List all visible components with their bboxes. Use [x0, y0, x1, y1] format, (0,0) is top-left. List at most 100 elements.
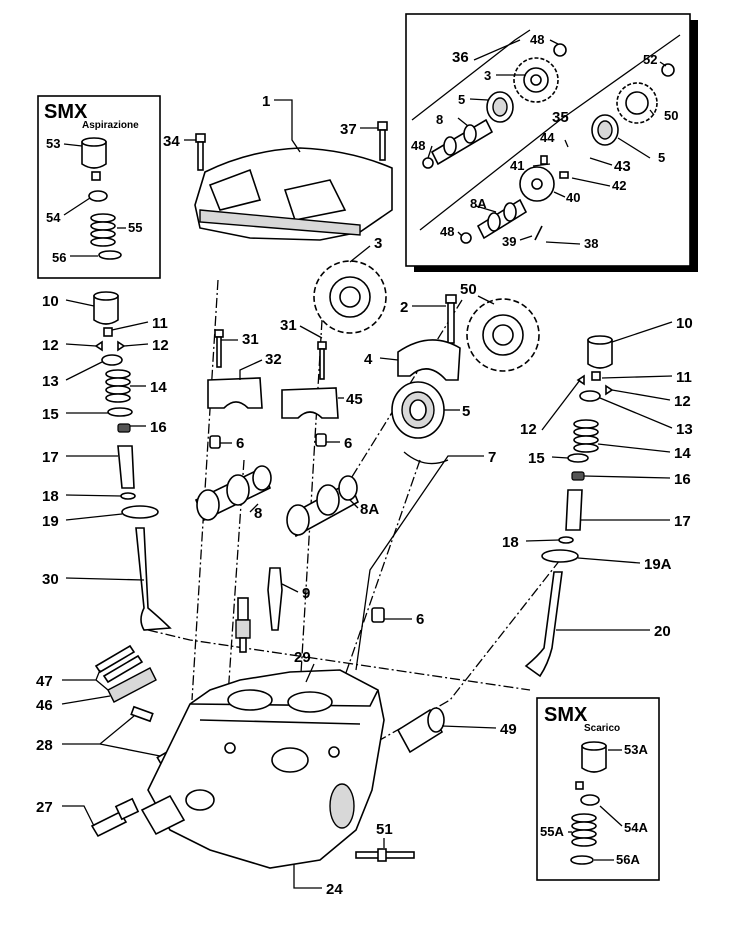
label-12: 12	[520, 421, 537, 438]
label-49: 49	[500, 721, 517, 738]
inset-camshaft-8	[430, 118, 494, 166]
label-8: 8	[254, 505, 262, 522]
cotter-11-right	[591, 371, 601, 381]
label-11: 11	[676, 369, 692, 386]
guide-17-left	[117, 445, 135, 489]
label-11: 11	[152, 315, 168, 332]
left-valve-train	[93, 291, 172, 631]
bolt-31-left	[214, 329, 224, 368]
label-19a: 19A	[644, 556, 672, 573]
dowel-6-left	[209, 435, 221, 449]
label-28: 28	[36, 737, 53, 754]
label-37: 37	[340, 121, 357, 138]
label-13: 13	[676, 421, 693, 438]
label-5: 5	[462, 403, 470, 420]
label-3: 3	[484, 68, 491, 83]
seat-15-left	[107, 407, 133, 417]
cylinder-head-24	[140, 669, 385, 869]
label-15: 15	[528, 450, 545, 467]
assembly-line	[379, 559, 561, 741]
retainer-13-left	[101, 354, 123, 366]
label-17: 17	[42, 449, 59, 466]
label-5: 5	[458, 92, 465, 107]
dowel-6-lower	[371, 607, 385, 623]
label-24: 24	[326, 881, 343, 898]
label-13: 13	[42, 373, 59, 390]
sensor-49	[396, 707, 445, 754]
sensor-27	[90, 797, 140, 838]
smx-intake-inset: SMX Aspirazione 53 54 55 56	[37, 95, 161, 279]
label-31: 31	[242, 331, 259, 348]
tappet-10-right	[587, 339, 613, 369]
label-10: 10	[42, 293, 59, 310]
spring-14-right	[573, 427, 599, 437]
intake-inset-title: SMX	[44, 101, 88, 123]
intake-inset-frame	[37, 95, 161, 279]
intake-cotter	[91, 171, 101, 181]
right-valve-train	[524, 335, 614, 678]
label-18: 18	[42, 488, 59, 505]
spring-14-left	[105, 377, 131, 387]
camshaft-8a	[286, 475, 360, 538]
clip-18-right	[558, 536, 574, 544]
label-45: 45	[346, 391, 363, 408]
bolt-31-right	[317, 341, 327, 380]
assembly-line	[339, 459, 421, 691]
exhaust-inset-frame	[536, 697, 660, 881]
retainer-13-right	[579, 390, 601, 402]
intake-spring	[90, 213, 116, 247]
label-10: 10	[676, 315, 693, 332]
assembly-line	[349, 299, 463, 481]
label-31: 31	[280, 317, 297, 334]
cotter-12-right-a	[576, 374, 585, 386]
label-52: 52	[643, 52, 657, 67]
cotter-12-left-a	[94, 340, 103, 352]
label-55a: 55A	[540, 824, 564, 839]
inset-bearing-upper	[486, 91, 514, 123]
label-46: 46	[36, 697, 53, 714]
bolt-2	[445, 294, 457, 344]
inset-bearing-lower	[591, 114, 619, 146]
cotter-12-right-b	[605, 384, 614, 396]
label-7: 7	[488, 449, 496, 466]
label-51: 51	[376, 821, 393, 838]
label-38: 38	[584, 236, 598, 251]
assembly-line	[147, 629, 531, 691]
assembly-line	[191, 279, 219, 701]
exhaust-tappet	[581, 741, 607, 773]
label-6: 6	[236, 435, 244, 452]
label-56a: 56A	[616, 852, 640, 867]
inset-part-48-top	[553, 43, 567, 57]
intake-seat	[98, 250, 122, 260]
cotter-12-left-b	[117, 340, 126, 352]
bolt-37	[377, 121, 388, 161]
valve-20-right	[524, 571, 563, 678]
bearing-5	[391, 381, 445, 439]
clip-18-left	[120, 492, 136, 500]
label-43: 43	[614, 158, 631, 175]
stud-28-a	[130, 705, 154, 723]
pins-47	[94, 644, 144, 684]
spark-plug	[235, 597, 251, 653]
exhaust-inset-subtitle: Scarico	[584, 723, 620, 734]
label-30: 30	[42, 571, 59, 588]
seal-16-right	[571, 471, 585, 481]
cam-sprocket-3	[313, 260, 387, 334]
label-8: 8	[436, 112, 443, 127]
smx-exhaust-inset: SMX Scarico 53A 54A 55A 56A	[536, 697, 660, 881]
label-34: 34	[163, 133, 180, 150]
guide-17-right	[565, 489, 583, 531]
bolt-34	[195, 133, 206, 171]
spark-plug-cap-9	[267, 567, 283, 631]
valve-30-left	[135, 527, 172, 631]
camshaft-8	[194, 465, 272, 522]
inset-part-48-mid	[422, 157, 434, 169]
inset-divider	[419, 34, 681, 231]
exhaust-retainer	[580, 794, 600, 806]
cam-cap-45	[281, 387, 339, 419]
stud-51	[355, 848, 415, 862]
label-5: 5	[658, 150, 665, 165]
label-8a: 8A	[360, 501, 379, 518]
label-32: 32	[265, 351, 282, 368]
